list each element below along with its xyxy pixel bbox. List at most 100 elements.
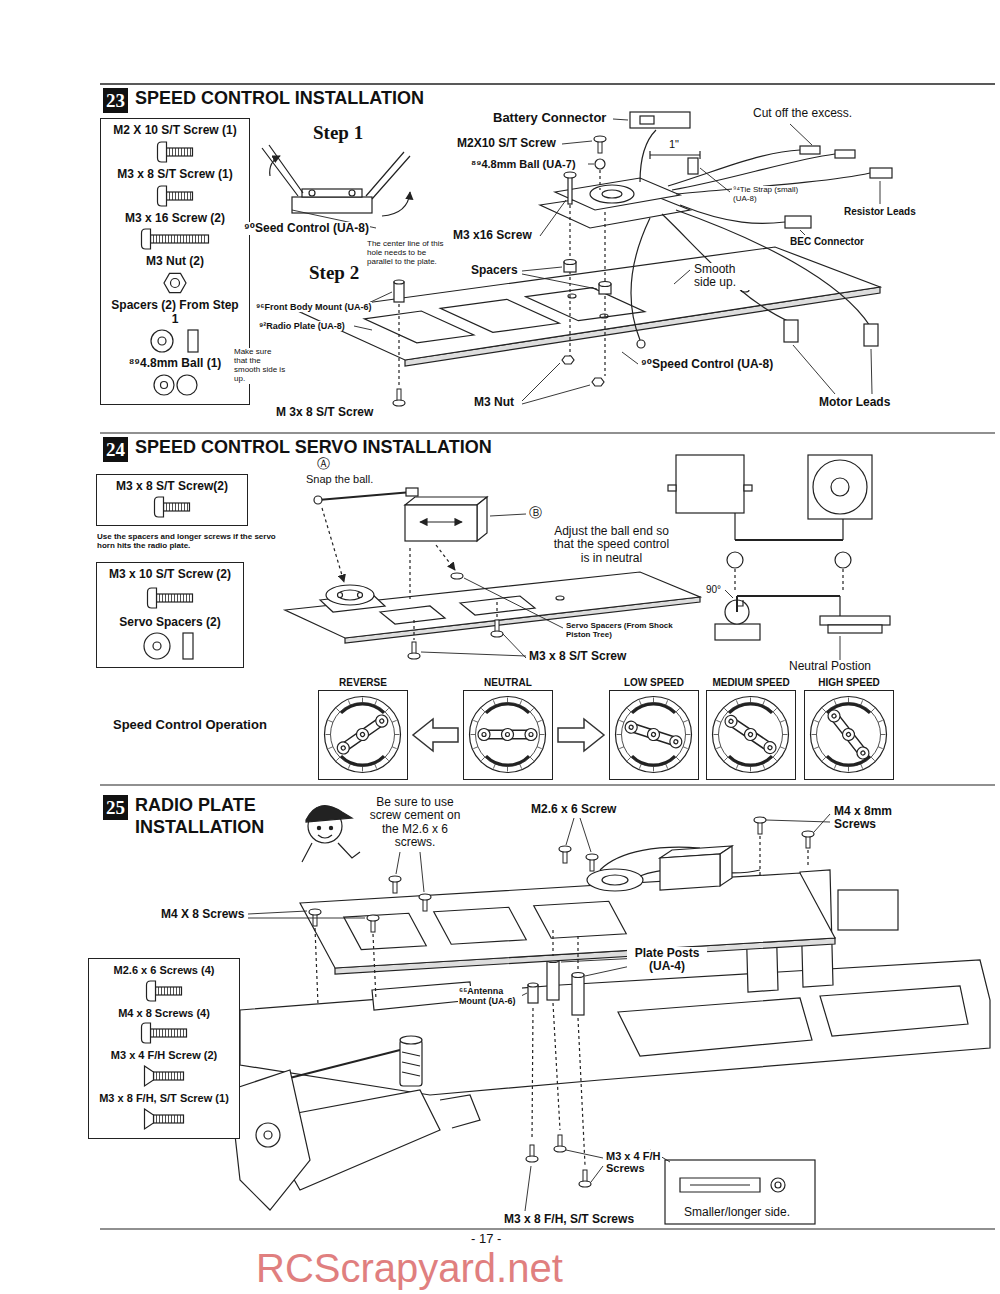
part-label: M3 x16 Screw [452, 229, 533, 242]
part-name: M3 x 16 Screw (2) [107, 212, 243, 226]
note: Smaller/longer side. [683, 1206, 791, 1219]
part-label: ⁹⁰Speed Control (UA-8) [640, 358, 774, 371]
front-body-mount [393, 280, 405, 406]
part-label: ⁹²Radio Plate (UA-8) [258, 321, 346, 331]
part-name: M4 x 8 Screws (4) [95, 1007, 233, 1020]
operation-arrow-shape [558, 719, 604, 751]
mascot [302, 806, 360, 862]
dial-face [319, 691, 406, 778]
part-icon [109, 1020, 219, 1046]
step-title: RADIO PLATE INSTALLATION [135, 795, 290, 838]
dial-box: LOW SPEED [609, 677, 699, 781]
part-name: M3 x 10 S/T Screw (2) [103, 568, 237, 582]
angle-label: 90° [705, 584, 722, 595]
note: The center line of this hole needs to be… [366, 240, 454, 267]
dial-face [610, 691, 697, 778]
part-label: M3 Nut [473, 396, 515, 409]
dial-box-face [706, 690, 796, 780]
page-number: - 17 - [470, 1232, 502, 1247]
step-badge: 23 [103, 88, 128, 113]
part-name: M2.6 x 6 Screws (4) [95, 964, 233, 977]
step-heading: 23SPEED CONTROL INSTALLATION [103, 88, 424, 113]
step-title: SPEED CONTROL SERVO INSTALLATION [135, 437, 492, 459]
step-heading: 25 RADIO PLATE INSTALLATION [103, 795, 290, 838]
part-name: M3 x 8 S/T Screw(2) [103, 480, 241, 494]
part-name: ⁸⁹4.8mm Ball (1) [107, 357, 243, 371]
part-label: M4 x 8mm Screws [833, 805, 907, 832]
part-label: M3 x 4 F/H Screws [605, 1150, 662, 1175]
part-icon [117, 495, 227, 519]
operation-arrow [413, 719, 458, 751]
part-icon [115, 583, 225, 613]
speed-control [320, 585, 385, 612]
part-label: M2X10 S/T Screw [456, 137, 557, 150]
part-icon [120, 139, 230, 165]
screws-spacers [562, 136, 611, 386]
step-heading: 24 SPEED CONTROL SERVO INSTALLATION [103, 437, 492, 462]
part-label: M 3x 8 S/T Screw [275, 406, 374, 419]
part-name: M3 x 8 S/T Screw (1) [107, 168, 243, 182]
part-name: M3 Nut (2) [107, 255, 243, 269]
speed-control [540, 178, 690, 228]
part-label: ⁹⁴Tie Strap (small) (UA-8) [732, 186, 806, 204]
part-name: M3 x 8 F/H, S/T Screw (1) [95, 1092, 233, 1105]
part-label: ⁹⁶Front Body Mount (UA-6) [255, 302, 372, 312]
operation-arrow-shape [413, 719, 458, 751]
note: Use the spacers and longer screws if the… [96, 533, 288, 551]
leader-lines [248, 814, 830, 1211]
dial-heading: NEUTRAL [463, 677, 553, 689]
part-name: M3 x 4 F/H Screw (2) [95, 1049, 233, 1062]
servo-plate [285, 572, 700, 643]
dial-face [805, 691, 892, 778]
dial-box-face [318, 690, 408, 780]
part-icon [120, 372, 230, 398]
servo [314, 488, 503, 659]
part-icon [109, 978, 219, 1004]
step-label: Step 2 [308, 262, 360, 283]
step-number: 23 [106, 91, 125, 110]
part-icon [115, 631, 225, 661]
part-label: Spacers [470, 264, 519, 277]
dial-box: NEUTRAL [463, 677, 553, 781]
post-detail [650, 1150, 815, 1224]
part-label: M2.6 x 6 Screw [530, 803, 617, 816]
dimension: 1" [668, 138, 680, 150]
note: Neutral Postion [788, 660, 872, 673]
watermark: RCScrapyard.net [255, 1248, 564, 1288]
part-icon [109, 1063, 219, 1089]
chassis [240, 870, 990, 1095]
parts-box: M2.6 x 6 Screws (4) M4 x 8 Screws (4) M3 x… [88, 958, 240, 1139]
step-badge: 25 [103, 795, 128, 820]
dial-heading: REVERSE [318, 677, 408, 689]
note: Adjust the ball end so that the speed co… [548, 525, 675, 565]
operation-arrow [558, 719, 604, 751]
dial-box-face [463, 690, 553, 780]
neutral-detail [668, 455, 890, 640]
parts-box: M3 x 8 S/T Screw(2) [96, 474, 248, 526]
plate-posts [528, 958, 584, 1016]
part-icon [120, 328, 230, 354]
note: Be sure to use screw cement on the M2.6 … [362, 796, 468, 850]
part-label: M3 x 8 F/H, S/T Screws [503, 1213, 635, 1226]
part-name: Servo Spacers (2) [103, 616, 237, 630]
callout-letter: Ⓑ [528, 506, 543, 521]
part-icon [120, 183, 230, 209]
wires [630, 112, 892, 348]
parts-box: M2 X 10 S/T Screw (1) M3 x 8 S/T Screw (1… [100, 118, 250, 405]
step-number: 24 [106, 440, 125, 459]
part-icon [120, 226, 230, 252]
section-label: Speed Control Operation [112, 718, 268, 733]
part-label: M3 x 8 S/T Screw [528, 650, 627, 663]
note: Snap the ball. [305, 473, 374, 485]
dial-box: MEDIUM SPEED [706, 677, 796, 781]
dial-heading: MEDIUM SPEED [706, 677, 796, 689]
part-name: M2 X 10 S/T Screw (1) [107, 124, 243, 138]
step-label: Step 1 [312, 122, 364, 143]
note: Smooth side up. [693, 263, 757, 290]
dial-box: REVERSE [318, 677, 408, 781]
part-label: ⁹⁰Seed Control (UA-8) [243, 222, 370, 235]
step-number: 25 [106, 798, 125, 817]
note: Cut off the excess. [752, 107, 853, 120]
part-label: Resistor Leads [843, 206, 917, 217]
leader-lines [421, 514, 840, 662]
